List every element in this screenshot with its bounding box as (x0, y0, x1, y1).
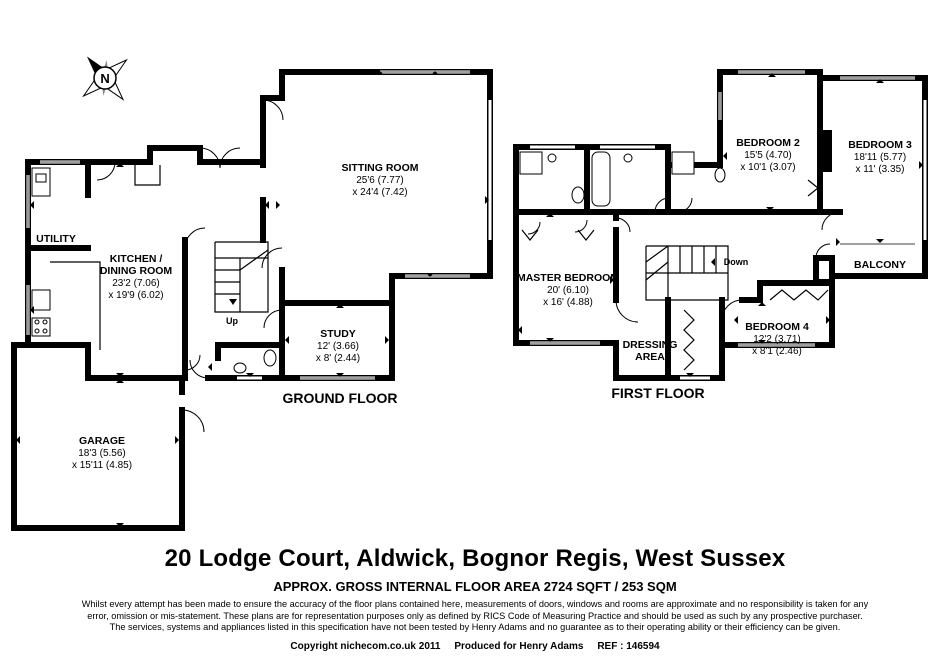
master-bedroom-label: MASTER BEDROOM (517, 272, 619, 284)
dressing-area-label-2: AREA (635, 351, 665, 363)
disclaimer-line: The services, systems and appliances lis… (109, 622, 841, 632)
garage-dim-1: 18'3 (5.56) (78, 448, 126, 459)
ground-floor-label: GROUND FLOOR (282, 390, 397, 406)
bedroom-4-label: BEDROOM 4 (745, 321, 809, 333)
compass-rose-icon: N (82, 56, 128, 101)
garage-label: GARAGE (79, 435, 125, 447)
compass-letter: N (100, 71, 109, 86)
bedroom-3-dim-1: 18'11 (5.77) (854, 152, 906, 163)
bedroom-2-label: BEDROOM 2 (736, 137, 800, 149)
bedroom-4-dim-2: x 8'1 (2.46) (752, 346, 802, 357)
sitting-room-dim-2: x 24'4 (7.42) (352, 187, 407, 198)
utility-label: UTILITY (36, 233, 76, 245)
stairs-up-label: Up (226, 316, 238, 326)
sitting-room-dim-1: 25'6 (7.77) (356, 175, 404, 186)
copyright-footer: Copyright nichecom.co.uk 2011 Produced f… (290, 641, 660, 652)
study-dim-2: x 8' (2.44) (316, 353, 360, 364)
kitchen-dim-2: x 19'9 (6.02) (108, 290, 163, 301)
garage-dim-2: x 15'11 (4.85) (72, 460, 132, 471)
disclaimer-line: Whilst every attempt has been made to en… (81, 599, 869, 609)
gross-floor-area: APPROX. GROSS INTERNAL FLOOR AREA 2724 S… (273, 579, 677, 594)
bedroom-3-dim-2: x 11' (3.35) (856, 164, 905, 175)
floor-plan-drawing: N (11, 56, 928, 531)
master-bedroom-dim-2: x 16' (4.88) (543, 297, 593, 308)
kitchen-label-2: DINING ROOM (100, 265, 173, 277)
first-floor-label: FIRST FLOOR (611, 385, 704, 401)
balcony-label: BALCONY (854, 259, 906, 271)
study-dim-1: 12' (3.66) (317, 341, 359, 352)
bedroom-3-label: BEDROOM 3 (848, 139, 912, 151)
study-label: STUDY (320, 328, 356, 340)
kitchen-dim-1: 23'2 (7.06) (112, 278, 160, 289)
kitchen-label: KITCHEN / (110, 253, 163, 265)
stairs-down-label: Down (724, 257, 749, 267)
dressing-area-label: DRESSING (623, 339, 678, 351)
bedroom-4-dim-1: 12'2 (3.71) (753, 334, 801, 345)
bedroom-2-dim-1: 15'5 (4.70) (744, 150, 792, 161)
first-floor-plan: MASTER BEDROOM 20' (6.10) x 16' (4.88) D… (513, 69, 928, 401)
master-bedroom-dim-1: 20' (6.10) (547, 285, 589, 296)
bedroom-2-dim-2: x 10'1 (3.07) (740, 162, 795, 173)
disclaimer: Whilst every attempt has been made to en… (30, 599, 920, 634)
property-address: 20 Lodge Court, Aldwick, Bognor Regis, W… (164, 545, 786, 572)
sitting-room-label: SITTING ROOM (342, 162, 419, 174)
disclaimer-line: error, omission or mis-statement. These … (87, 610, 863, 621)
ground-floor-plan: UTILITY KITCHEN / DINING ROOM 23'2 (7.06… (11, 69, 493, 531)
